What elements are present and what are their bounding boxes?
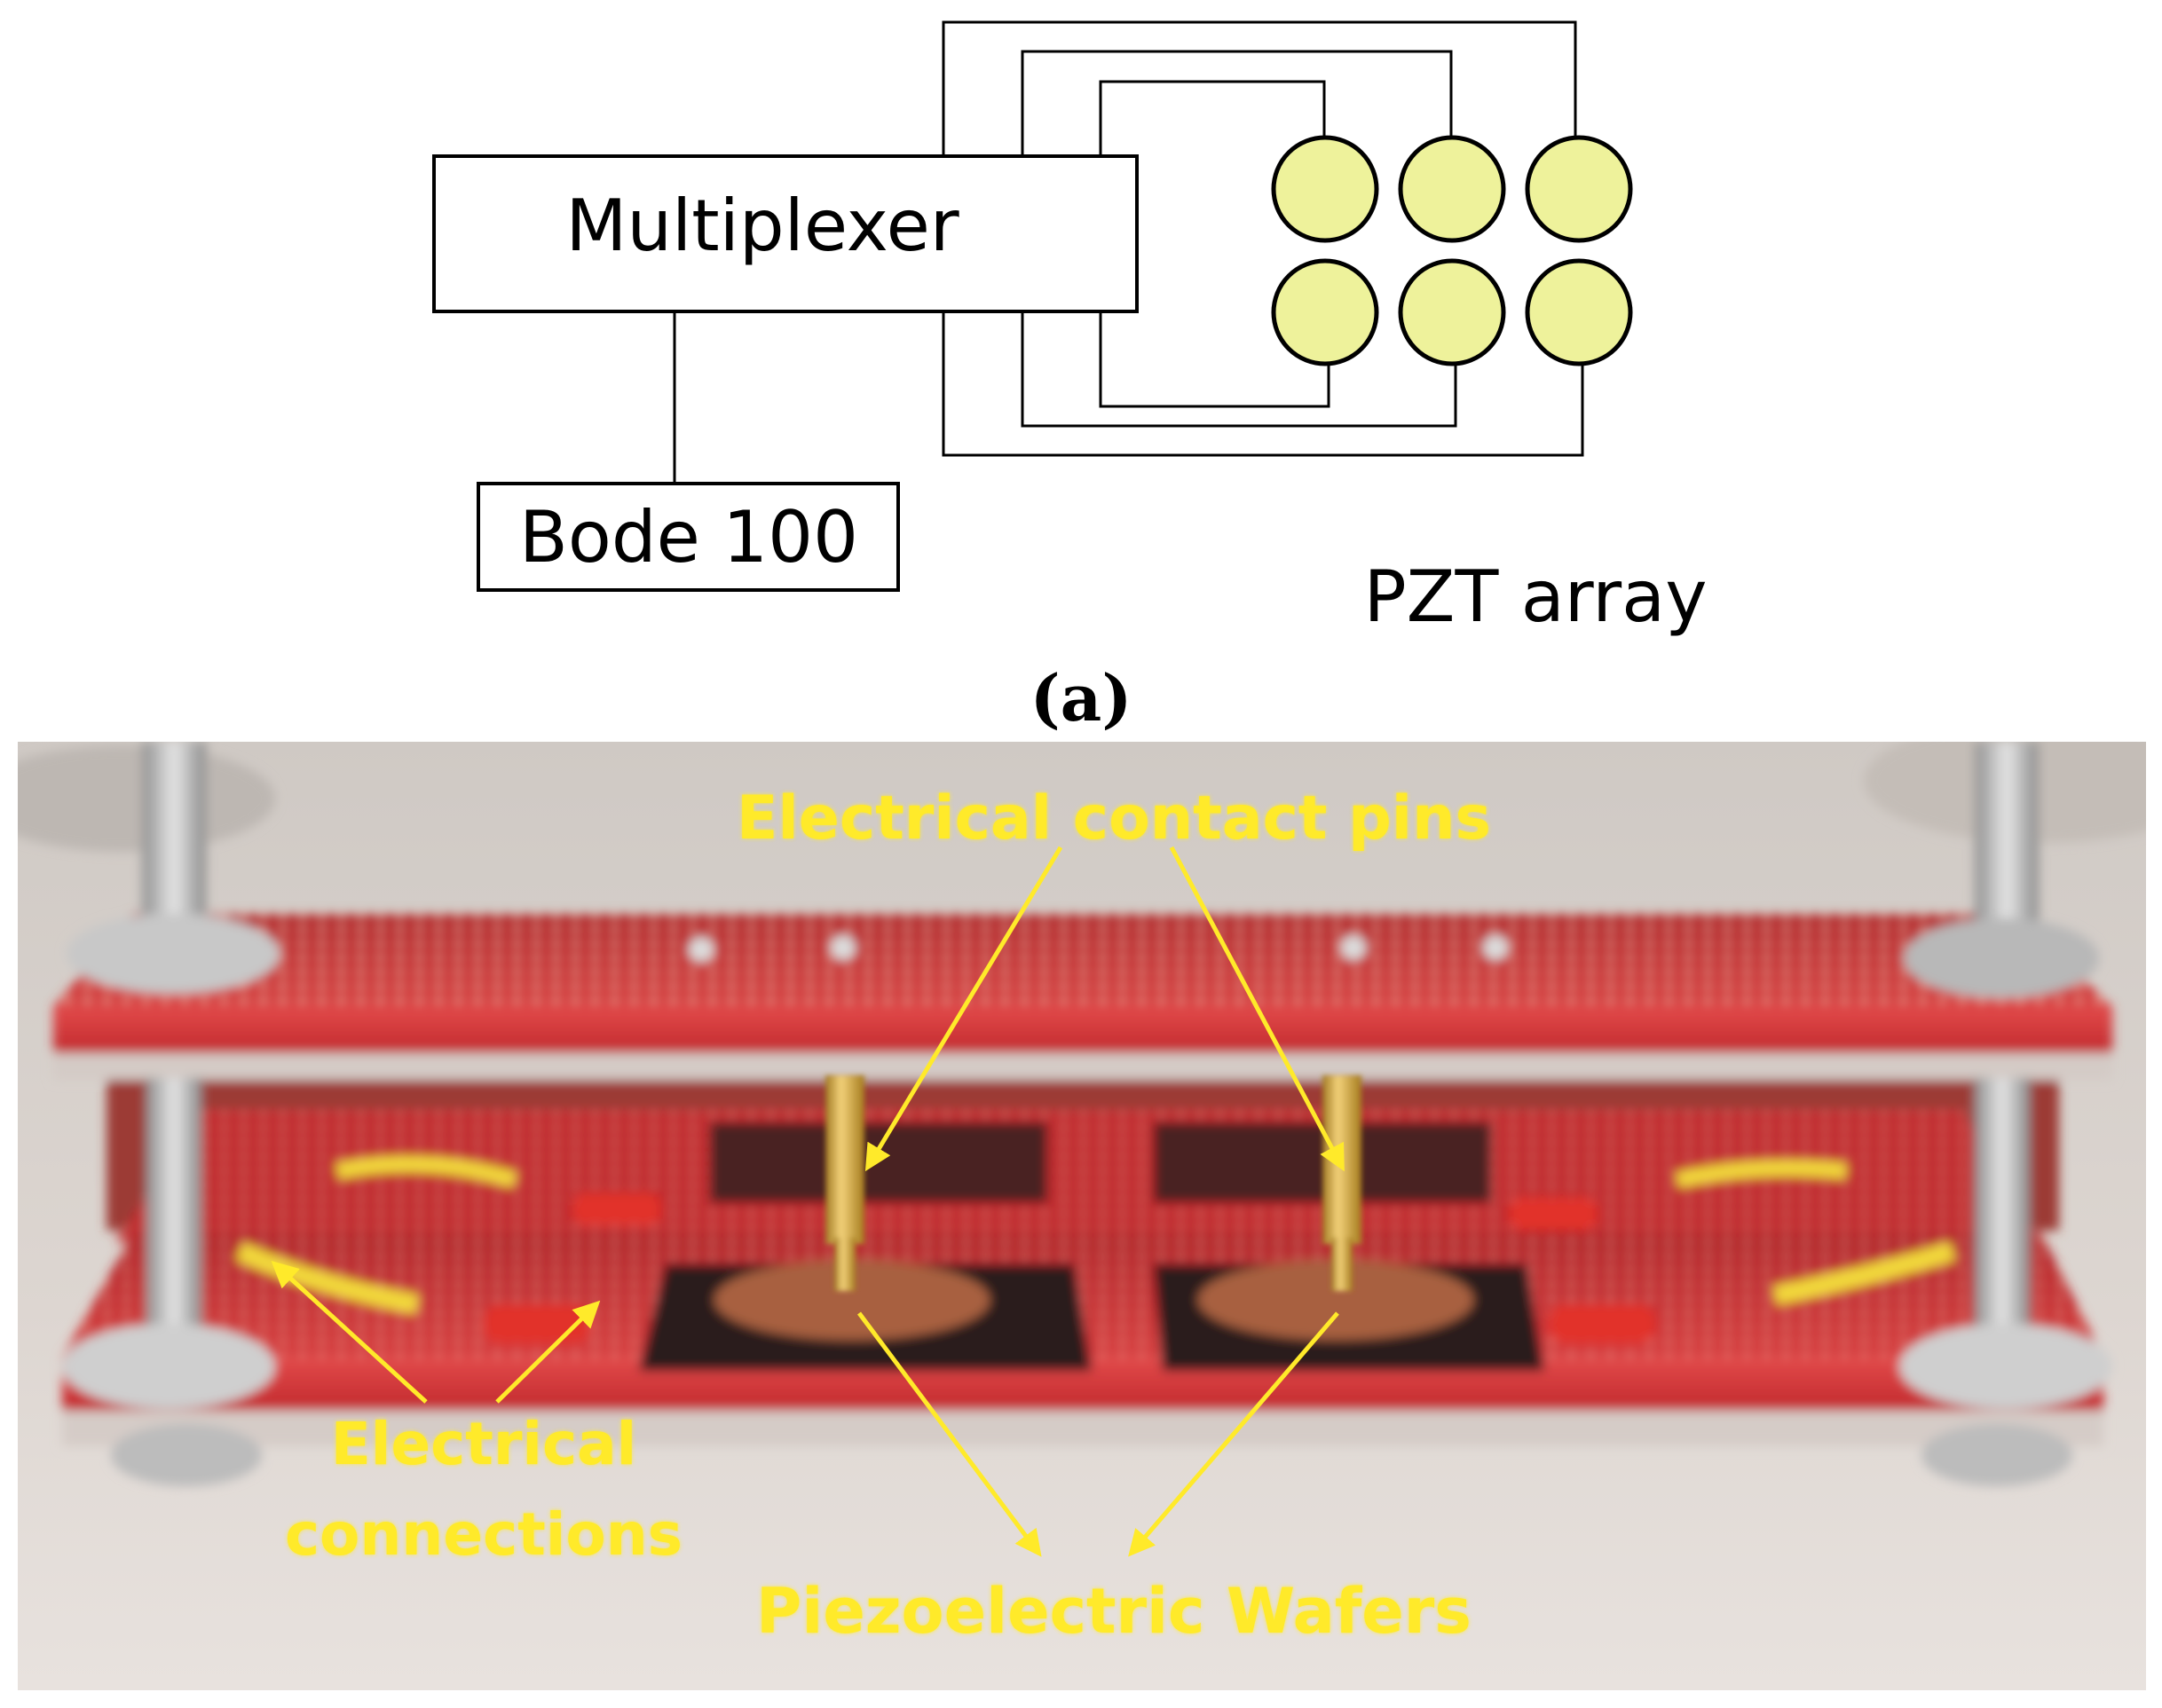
schematic-panel: Multiplexer Bode 100 PZT array (a)	[432, 20, 1708, 736]
pzt-element	[1271, 135, 1379, 243]
pzt-element	[1398, 258, 1506, 366]
pzt-element	[1525, 258, 1633, 366]
pzt-array	[1271, 135, 1633, 366]
panel-a-caption: (a)	[1030, 660, 1132, 736]
annotation-arrows	[271, 846, 1345, 1557]
label-connections-line2-glow: connections	[285, 1500, 683, 1569]
label-wafers-glow: Piezoelectric Wafers	[756, 1575, 1472, 1648]
contact-pin-right	[1322, 1075, 1361, 1244]
annotation-labels-glow: Electrical contact pins Electrical conne…	[285, 783, 1491, 1648]
bode-block: Bode 100	[477, 482, 900, 592]
pzt-element	[1271, 258, 1379, 366]
label-wafers: Piezoelectric Wafers	[756, 1575, 1472, 1648]
multiplexer-label: Multiplexer	[565, 185, 959, 267]
arrow-wafer-right	[1128, 1311, 1339, 1557]
bode-label: Bode 100	[519, 496, 858, 579]
arrow-connection-2	[495, 1300, 601, 1404]
photo-panel: Electrical contact pins Electrical conne…	[18, 742, 2146, 1690]
multiplexer-box	[432, 154, 1139, 313]
arrow-pin-right	[1169, 846, 1345, 1172]
label-connections-line1: Electrical	[331, 1410, 637, 1478]
arrow-pin-left	[864, 846, 1063, 1172]
piezo-wafer-right	[1198, 1260, 1473, 1340]
pzt-element	[1525, 135, 1633, 243]
piezo-wafer-left	[714, 1260, 990, 1340]
annotation-labels: Electrical contact pins Electrical conne…	[285, 783, 1491, 1648]
multiplexer-block: Multiplexer	[432, 154, 1139, 313]
pzt-array-label: PZT array	[1363, 555, 1707, 638]
label-contact-pins-glow: Electrical contact pins	[737, 783, 1491, 854]
label-connections-line2: connections	[285, 1500, 683, 1569]
label-connections-line1-glow: Electrical	[331, 1410, 637, 1478]
label-contact-pins: Electrical contact pins	[737, 783, 1491, 854]
arrow-connection-1	[271, 1260, 428, 1404]
arrow-wafer-left	[856, 1311, 1042, 1557]
contact-pin-left	[825, 1075, 864, 1244]
bode-box	[477, 482, 900, 592]
wiring	[673, 20, 1584, 484]
pzt-element	[1398, 135, 1506, 243]
